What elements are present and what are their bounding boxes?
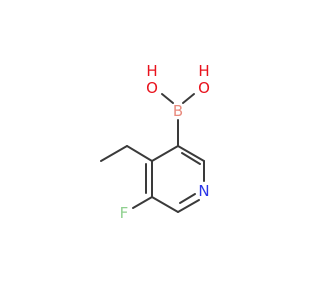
bond-ethyl-ch3 [100, 145, 128, 162]
bond-n-c6-double [179, 193, 196, 204]
bond-c3-c2 [177, 145, 205, 162]
atom-n: N [198, 182, 209, 200]
bond-b-o1 [161, 93, 174, 104]
bond-n-c6 [177, 199, 200, 213]
atom-f: F [120, 204, 129, 222]
bond-c6-c5 [151, 196, 179, 213]
bond-b-o2 [182, 93, 195, 104]
atom-labels: H O H O B N F [120, 62, 210, 222]
bond-c4-c3 [151, 145, 179, 162]
bond-c2-c2-double [181, 152, 201, 165]
bond-ethyl-ch2 [126, 145, 153, 162]
bond-c5-f [132, 196, 153, 209]
bonds [100, 93, 205, 213]
atom-o1-h: H [146, 62, 157, 80]
atom-b: B [173, 102, 183, 120]
atom-o2-h: H [198, 62, 209, 80]
atom-o2: O [198, 79, 210, 97]
atom-o1: O [146, 79, 158, 97]
molecule-structure-diagram: H O H O B N F [100, 62, 210, 222]
